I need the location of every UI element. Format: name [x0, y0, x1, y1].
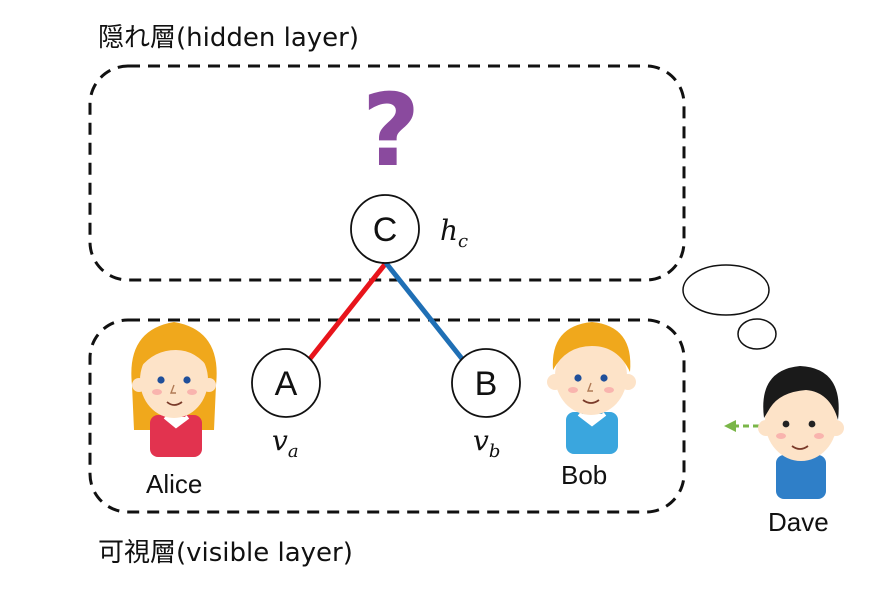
visible-unit-a-label: A: [275, 365, 298, 403]
gaze-arrow-icon: [724, 420, 759, 432]
alice-name: Alice: [146, 469, 202, 499]
hidden-unit-c-label: C: [373, 211, 398, 249]
edge-c-b: [384, 261, 465, 362]
thought-bubble-small: [737, 318, 777, 350]
dave-illustration: [758, 366, 844, 499]
thought-bubble-large: [682, 264, 770, 316]
visible-unit-b-var: vb: [473, 424, 500, 462]
visible-unit-b-label: B: [475, 365, 498, 403]
hidden-layer-box: [88, 64, 686, 282]
alice-illustration: [131, 322, 217, 457]
bob-name: Bob: [561, 460, 607, 490]
edge-c-a: [307, 261, 388, 362]
hidden-layer-title: 隠れ層(hidden layer): [98, 23, 359, 53]
visible-unit-b: B: [451, 348, 521, 418]
hidden-unit-c: C: [350, 194, 420, 264]
dave-name: Dave: [768, 507, 829, 537]
visible-unit-a-var: va: [272, 424, 299, 462]
hidden-unit-var: hc: [440, 214, 468, 252]
visible-layer-title: 可視層(visible layer): [98, 538, 353, 568]
visible-unit-a: A: [251, 348, 321, 418]
bob-illustration: [547, 322, 636, 454]
visible-layer-box: [88, 318, 686, 514]
question-mark-icon: ?: [362, 72, 420, 189]
